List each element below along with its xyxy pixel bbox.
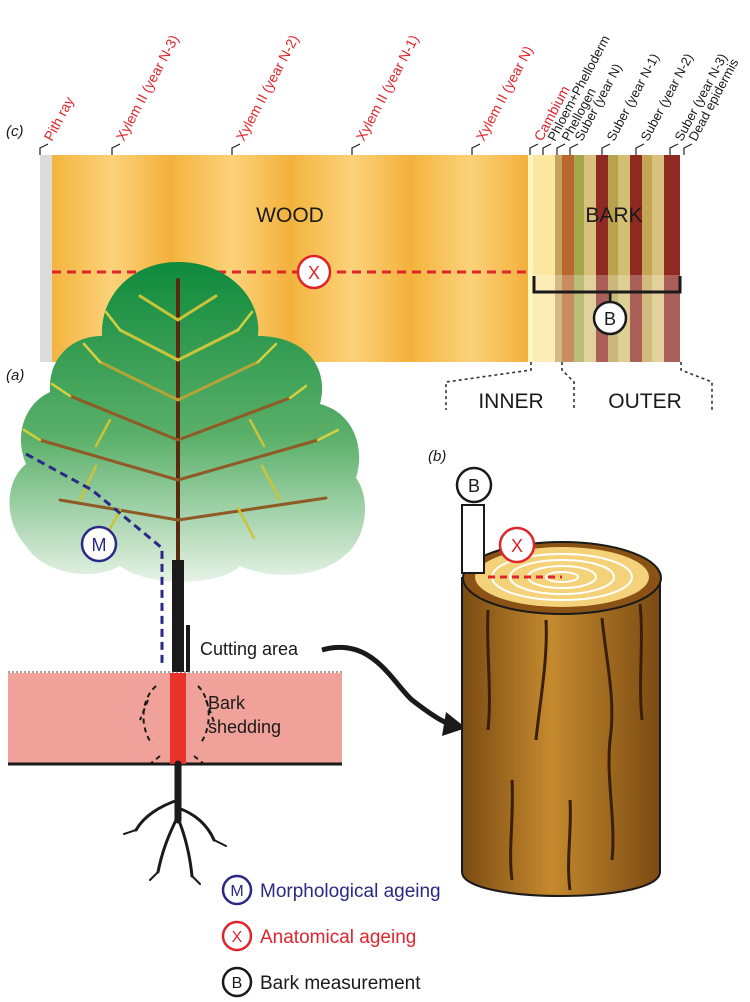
layer-label-xylem-n2: Xylem II (year N-2) xyxy=(233,32,302,143)
shedding-bark-flakes xyxy=(139,685,215,765)
svg-text:B: B xyxy=(232,975,243,992)
legend-item-anatomical: X Anatomical ageing xyxy=(221,920,416,952)
tree-trunk xyxy=(172,560,184,672)
b-marker-c xyxy=(592,300,628,336)
x-marker-c xyxy=(296,254,332,290)
stump-bark-fissures xyxy=(486,603,644,891)
legend-b-text: Bark measurement xyxy=(260,973,421,994)
panel-b-label: (b) xyxy=(428,448,446,465)
bark-measure-bracket xyxy=(532,276,682,294)
stump-bark-sample xyxy=(461,504,485,574)
shedding-trunk-section xyxy=(170,673,186,764)
layer-label-xylem-n: Xylem II (year N) xyxy=(473,43,536,143)
panel-a-label: (a) xyxy=(6,367,24,384)
bark-label: BARK xyxy=(585,204,642,227)
m-marker xyxy=(80,525,118,563)
cutting-area-arrow xyxy=(321,645,451,727)
cutting-area-arrow-head xyxy=(442,712,466,736)
outer-label: OUTER xyxy=(608,390,682,413)
pith-ray-band xyxy=(40,155,52,362)
legend-x-text: Anatomical ageing xyxy=(260,927,416,948)
svg-text:M: M xyxy=(230,883,243,900)
inner-outer-brackets xyxy=(445,362,713,410)
b-marker-b xyxy=(455,466,493,504)
layer-label-xylem-n1: Xylem II (year N-1) xyxy=(353,32,422,143)
svg-text:M: M xyxy=(92,535,107,555)
stump-body xyxy=(461,577,661,897)
tree-roots xyxy=(123,760,227,885)
phellogen-band xyxy=(555,155,562,362)
legend: M Morphological ageing X Anatomical agei… xyxy=(221,874,441,998)
xylem-ring-n xyxy=(412,155,528,362)
layer-labels: Pith ray Xylem II (year N-3) Xylem II (y… xyxy=(41,32,742,143)
legend-item-morphological: M Morphological ageing xyxy=(221,874,441,906)
svg-text:B: B xyxy=(604,309,616,329)
phloem-band xyxy=(533,155,555,362)
bark-shedding-label-1: Bark xyxy=(208,693,246,713)
layer-label-pith-ray: Pith ray xyxy=(41,94,77,143)
svg-text:X: X xyxy=(232,929,243,946)
panel-c-label: (c) xyxy=(6,123,24,140)
wood-label: WOOD xyxy=(256,204,324,227)
legend-b-icon xyxy=(221,966,253,998)
svg-text:B: B xyxy=(468,476,480,496)
tree-canopy xyxy=(9,262,366,582)
x-marker-b xyxy=(498,526,536,564)
morphological-count-path xyxy=(25,452,164,666)
inner-label: INNER xyxy=(478,390,543,413)
cutting-area-label: Cutting area xyxy=(200,639,299,659)
svg-text:X: X xyxy=(511,536,523,556)
legend-x-icon xyxy=(221,920,253,952)
panel-a-tree: (a) M Cutting area xyxy=(6,262,466,885)
layer-label-xylem-n3: Xylem II (year N-3) xyxy=(113,32,182,143)
tree-branches xyxy=(22,278,340,562)
layer-tick-marks xyxy=(39,143,693,155)
legend-m-text: Morphological ageing xyxy=(260,881,441,902)
cambium-band xyxy=(528,155,533,362)
panel-b-stump: (b) X B xyxy=(428,448,662,897)
svg-text:X: X xyxy=(308,263,320,283)
bark-shedding-label-2: shedding xyxy=(208,717,281,737)
legend-m-icon xyxy=(221,874,253,906)
legend-item-bark: B Bark measurement xyxy=(221,966,421,998)
